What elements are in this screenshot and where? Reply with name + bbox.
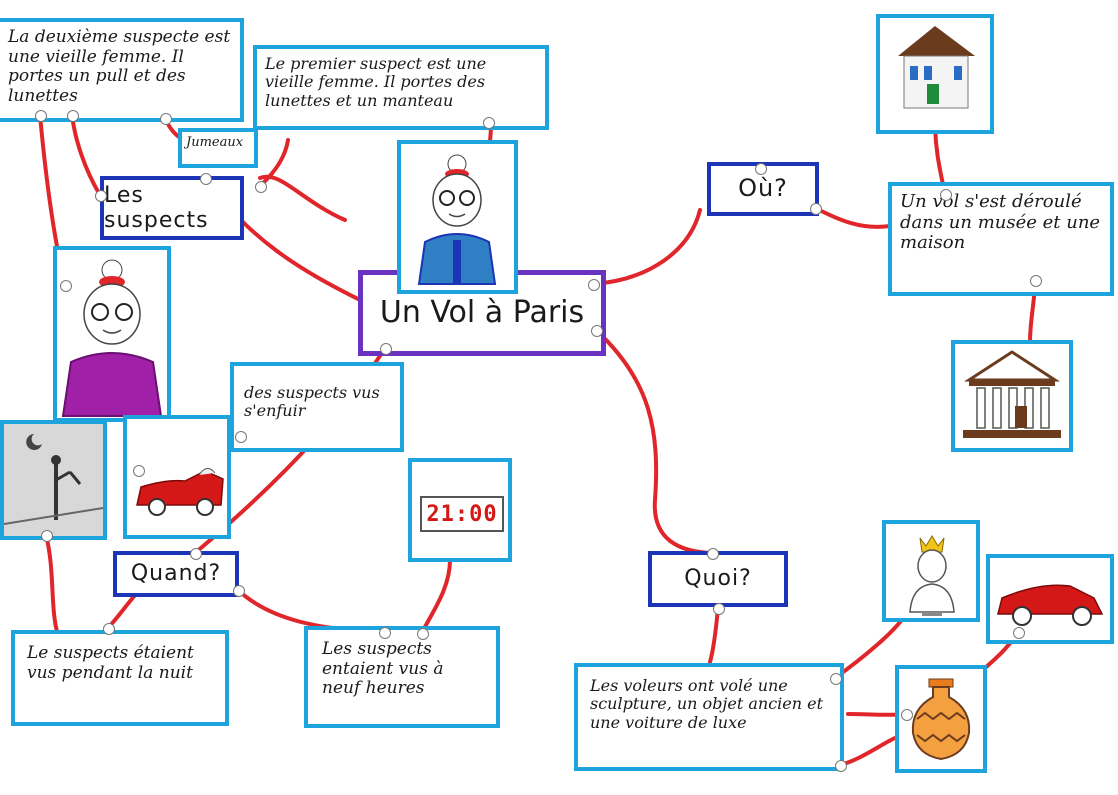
note-night: Le suspects étaient vus pendant la nuit [11, 630, 229, 726]
vase-picture [895, 665, 987, 773]
note-second-suspect: La deuxième suspecte est une vieille fem… [0, 18, 244, 122]
digital-clock-icon: 21:00 [420, 496, 504, 532]
connector-dot [810, 203, 822, 215]
connector-dot [233, 585, 245, 597]
vase-icon [911, 678, 971, 761]
connector-dot [940, 189, 952, 201]
connector-dot [255, 181, 267, 193]
night-scene-picture [0, 420, 107, 540]
red-car-picture [123, 415, 231, 539]
connector-dot [235, 431, 247, 443]
connector-dot [190, 548, 202, 560]
note-where: Un vol s'est déroulé dans un musée et un… [888, 182, 1114, 296]
night-scene-drawing [4, 424, 103, 536]
clock-picture: 21:00 [408, 458, 512, 562]
connector-dot [379, 627, 391, 639]
connector-dot [41, 530, 53, 542]
red-car-icon [997, 584, 1104, 626]
connector-dot [591, 325, 603, 337]
note-nine-oclock: Les suspects entaient vus à neuf heures [304, 626, 500, 728]
connector-dot [60, 280, 72, 292]
old-woman-drawing [417, 154, 497, 285]
connector-dot [67, 110, 79, 122]
connector-dot [713, 603, 725, 615]
second-suspect-picture [53, 246, 171, 422]
museum-picture [951, 340, 1073, 452]
connector-dot [588, 279, 600, 291]
note-first-suspect: Le premier suspect est une vieille femme… [253, 45, 549, 130]
red-car-icon [136, 468, 224, 516]
connector-dot [830, 673, 842, 685]
house-icon [898, 26, 975, 109]
connector-dot [95, 190, 107, 202]
connector-dot [200, 173, 212, 185]
connector-dot [160, 113, 172, 125]
connector-dot [707, 548, 719, 560]
connector-dot [901, 709, 913, 721]
statue-icon [909, 535, 955, 616]
connector-dot [380, 343, 392, 355]
sports-car-picture [986, 554, 1114, 644]
topic-what: Quoi? [648, 551, 788, 607]
connector-dot [1030, 275, 1042, 287]
connector-dot [835, 760, 847, 772]
note-what: Les voleurs ont volé une sculpture, un o… [574, 663, 844, 771]
connector-dot [103, 623, 115, 635]
statue-picture [882, 520, 980, 622]
first-suspect-picture [397, 140, 518, 294]
topic-when: Quand? [113, 551, 239, 597]
note-twins: Jumeaux [178, 128, 258, 168]
museum-icon [963, 350, 1061, 438]
connector-dot [755, 163, 767, 175]
house-picture [876, 14, 994, 134]
connector-dot [417, 628, 429, 640]
connector-dot [133, 465, 145, 477]
topic-suspects: Les suspects [100, 176, 244, 240]
note-fled: des suspects vus s'enfuir [230, 362, 404, 452]
connector-dot [35, 110, 47, 122]
clock-display: 21:00 [426, 501, 498, 527]
connector-dot [1013, 627, 1025, 639]
connector-dot [483, 117, 495, 129]
old-woman-drawing [61, 259, 163, 417]
